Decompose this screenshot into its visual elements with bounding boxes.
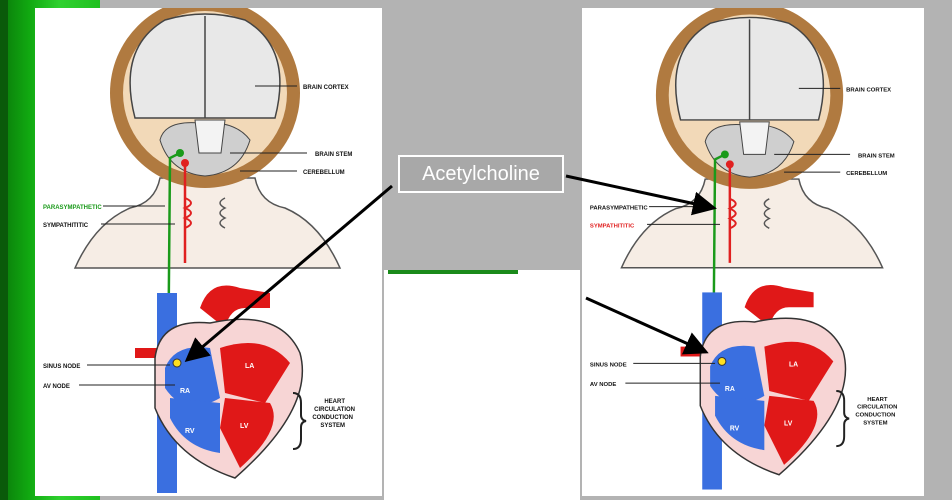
arrow-to-left-sinus-node [187, 186, 392, 360]
arrow-to-right-sinus-node [586, 298, 706, 352]
arrow-to-right-parasympathetic [566, 176, 714, 208]
